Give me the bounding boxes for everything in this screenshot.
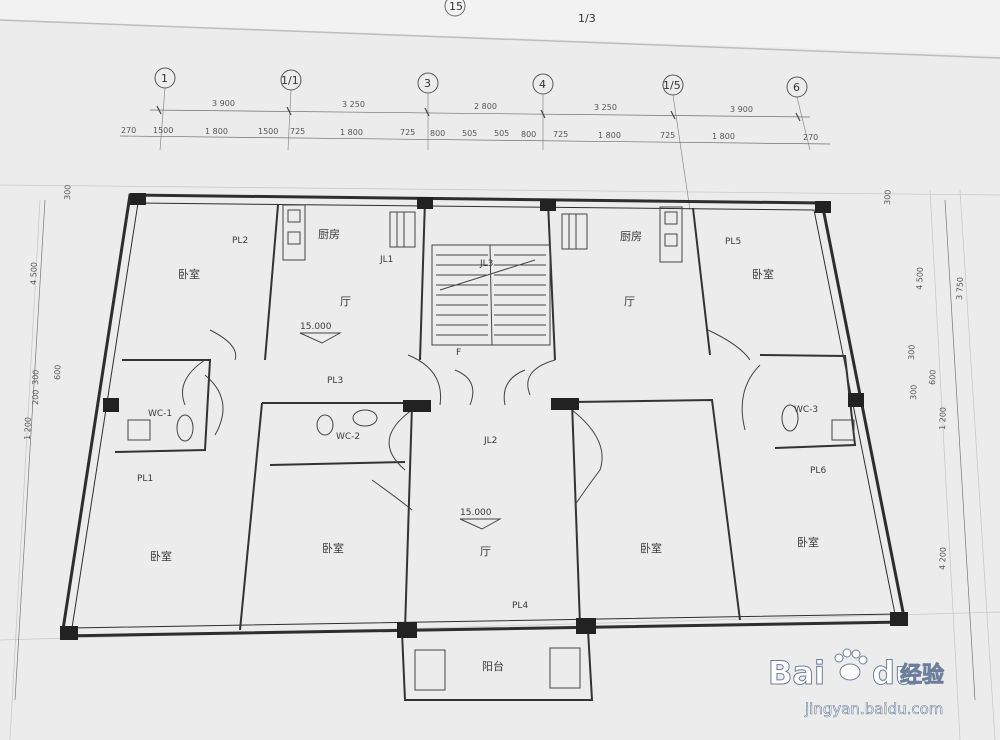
axis-label-1-1: 1/1 (281, 74, 299, 87)
svg-text:300: 300 (31, 369, 41, 385)
svg-text:1 800: 1 800 (340, 128, 363, 137)
structural-columns (60, 193, 908, 640)
svg-text:4 500: 4 500 (29, 262, 39, 285)
dim-overall-1: 3 900 (212, 99, 235, 108)
upper-sheet (0, 0, 1000, 55)
svg-text:200: 200 (31, 389, 41, 405)
watermark: Bai du 经验 jingyan.baidu.com (768, 648, 944, 718)
axis-label-6: 6 (793, 81, 800, 94)
svg-text:4 200: 4 200 (938, 547, 948, 570)
watermark-url: jingyan.baidu.com (804, 700, 943, 718)
tag-pl4: PL4 (512, 601, 528, 611)
axis-label-1: 1 (161, 72, 168, 85)
svg-text:1 800: 1 800 (712, 132, 735, 141)
tag-wc2: WC-2 (336, 432, 360, 442)
svg-text:1 200: 1 200 (23, 417, 33, 440)
interior-walls (114, 199, 857, 631)
svg-text:300: 300 (883, 189, 893, 205)
dim-overall-5: 3 900 (730, 105, 753, 114)
top-vents (389, 211, 588, 250)
room-bedroom-sw: 卧室 (150, 549, 172, 563)
room-bedroom-nw: 卧室 (178, 267, 200, 281)
svg-text:300: 300 (63, 184, 73, 200)
svg-text:505: 505 (494, 129, 509, 138)
room-bedroom-se: 卧室 (797, 535, 819, 549)
tag-wc3: WC-3 (794, 405, 818, 415)
room-bedroom-s3: 卧室 (640, 541, 662, 555)
partial-axis-bubble (444, 0, 466, 17)
svg-text:1 800: 1 800 (598, 131, 621, 140)
svg-text:725: 725 (660, 131, 675, 140)
watermark-brand: Bai (768, 654, 825, 692)
dims-left: 4 500 300 200 600 1 200 300 (14, 184, 73, 701)
svg-text:800: 800 (430, 129, 445, 138)
stairwell (431, 244, 551, 346)
dims-right: 4 500 3 750 300 600 300 1 200 4 200 300 (883, 189, 976, 701)
plumbing-fixtures (127, 204, 855, 691)
elevation-marks: 15.000 15.000 (299, 322, 502, 530)
room-hall-center: 厅 (480, 545, 491, 558)
room-hall-left: 厅 (340, 295, 351, 308)
svg-text:15.000: 15.000 (300, 322, 332, 332)
stair-mark: F (456, 348, 461, 358)
dim-overall-3: 2 800 (474, 102, 497, 111)
svg-text:1500: 1500 (258, 127, 278, 136)
svg-text:600: 600 (928, 369, 938, 385)
partial-axis-label: 15 (449, 0, 463, 13)
svg-text:300: 300 (907, 344, 917, 360)
dim-overall-2: 3 250 (342, 100, 365, 109)
grid-lines (0, 184, 1000, 740)
svg-text:3 750: 3 750 (955, 277, 965, 300)
svg-text:1500: 1500 (153, 126, 173, 135)
dimension-ticks (156, 105, 801, 122)
svg-text:725: 725 (290, 127, 305, 136)
svg-text:1 200: 1 200 (938, 407, 948, 430)
svg-text:1 800: 1 800 (205, 127, 228, 136)
room-labels: 厨房 厨房 卧室 卧室 厅 厅 厅 卧室 卧室 卧室 卧室 阳台 (150, 228, 819, 673)
svg-text:600: 600 (53, 364, 63, 380)
svg-text:800: 800 (521, 130, 536, 139)
tag-wc1: WC-1 (148, 409, 172, 419)
tag-pl2: PL2 (232, 236, 248, 246)
tag-pl1: PL1 (137, 474, 153, 484)
svg-text:270: 270 (803, 133, 818, 142)
tag-jl1: JL1 (379, 255, 393, 265)
axis-label-4: 4 (539, 78, 546, 91)
tag-pl6: PL6 (810, 466, 826, 476)
paw-icon (834, 648, 868, 681)
svg-text:270: 270 (121, 126, 136, 135)
dim-overall-4: 3 250 (594, 103, 617, 112)
axis-label-1-5: 1/5 (663, 79, 681, 92)
room-bedroom-ne: 卧室 (752, 267, 774, 281)
room-kitchen-left: 厨房 (318, 228, 340, 241)
svg-text:725: 725 (400, 128, 415, 137)
room-bedroom-s2: 卧室 (322, 541, 344, 555)
svg-text:4 500: 4 500 (915, 267, 925, 290)
tag-pl5: PL5 (725, 237, 741, 247)
door-swings (182, 329, 761, 511)
room-balcony: 阳台 (482, 659, 504, 673)
watermark-brand-2: du (872, 654, 918, 692)
axis-label-3: 3 (424, 77, 431, 90)
room-kitchen-right: 厨房 (620, 230, 642, 243)
partial-axis-label-2: 1/3 (578, 12, 596, 25)
room-hall-right: 厅 (624, 295, 635, 308)
svg-text:15.000: 15.000 (460, 508, 492, 518)
svg-text:300: 300 (909, 384, 919, 400)
svg-text:725: 725 (553, 130, 568, 139)
pipe-tags: PL2 PL5 PL3 PL1 PL6 PL4 JL1 JL3 JL2 WC-1… (137, 236, 826, 611)
tag-pl3: PL3 (327, 376, 343, 386)
sheet-edge (0, 19, 1000, 59)
tag-jl2: JL2 (483, 436, 497, 446)
balcony-walls (401, 629, 594, 701)
watermark-cn: 经验 (900, 662, 944, 688)
svg-text:505: 505 (462, 129, 477, 138)
dims-detail-row: 270 1500 1 800 1500 725 1 800 725 800 50… (121, 126, 818, 142)
tag-jl3: JL3 (479, 259, 493, 269)
dimension-lines (119, 109, 831, 145)
